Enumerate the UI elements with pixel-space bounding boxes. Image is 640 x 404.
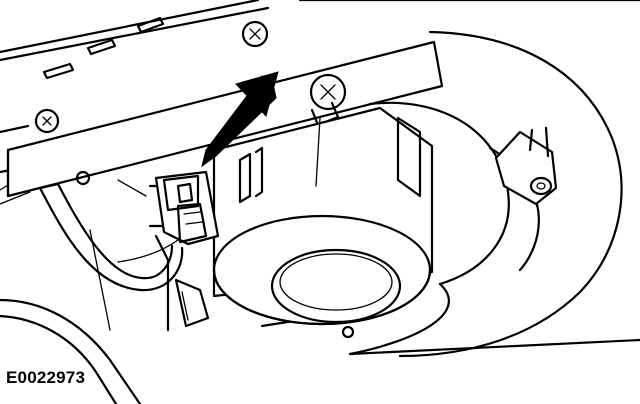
motor-end-cap: [212, 214, 432, 339]
housing-tab: [494, 126, 558, 206]
panel-screw: [34, 108, 60, 134]
electrical-connector: [154, 170, 220, 246]
wiring-harness: [38, 182, 184, 292]
panel-screw: [241, 20, 269, 48]
lower-duct: [0, 179, 640, 404]
figure-code: E0022973: [6, 368, 86, 387]
pointer-arrow: [201, 71, 279, 168]
upper-trim-panel: [0, 0, 640, 205]
panel-slot: [42, 62, 75, 80]
panel-slot: [86, 38, 117, 56]
panel-slot: [136, 16, 165, 34]
